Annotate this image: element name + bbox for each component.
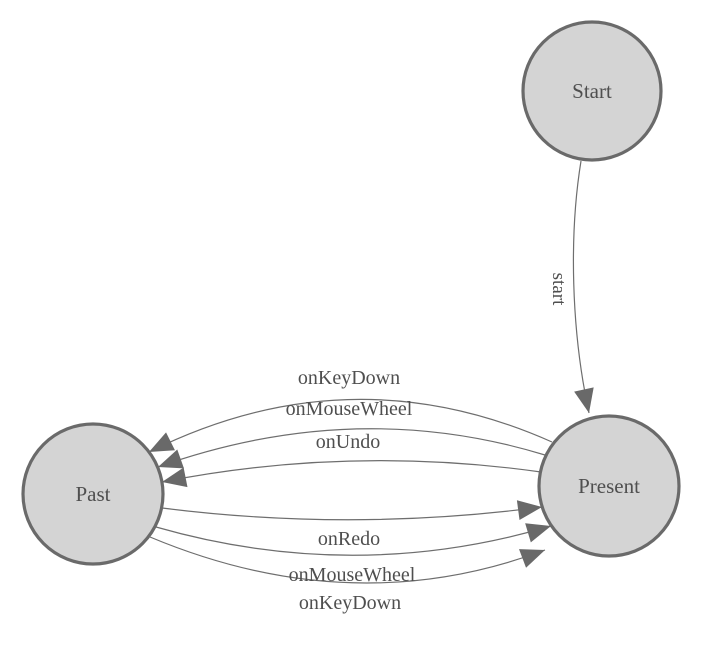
edge-label-onkeydown-top: onKeyDown xyxy=(298,367,400,389)
state-node-start xyxy=(521,20,663,162)
edge-start-to-present xyxy=(572,160,594,414)
node-label-group: Start Past Present xyxy=(75,79,640,506)
edge-present-to-past-onkeydown xyxy=(148,398,553,453)
edge-label-onundo: onUndo xyxy=(316,431,380,453)
edge-label-onredo: onRedo xyxy=(318,528,380,550)
edge-past-to-present-onkeydown xyxy=(149,536,546,584)
node-label-present: Present xyxy=(578,474,640,498)
edge-label-onmousewheel-bottom: onMouseWheel xyxy=(289,564,416,586)
node-label-past: Past xyxy=(75,482,110,506)
edge-present-to-past-onmousewheel xyxy=(157,428,546,469)
edge-group xyxy=(148,160,594,584)
node-group xyxy=(21,20,681,566)
node-label-start: Start xyxy=(572,79,612,103)
edge-label-start: start xyxy=(548,273,569,306)
state-node-present xyxy=(537,414,681,558)
edge-label-onmousewheel-top: onMouseWheel xyxy=(286,398,413,420)
edge-past-to-present-onredo xyxy=(161,500,543,521)
edge-label-onkeydown-bottom: onKeyDown xyxy=(299,592,401,614)
edge-label-group: start onKeyDown onMouseWheel onUndo onRe… xyxy=(286,273,569,614)
edge-present-to-past-onundo xyxy=(161,460,542,488)
edge-past-to-present-onmousewheel xyxy=(155,523,552,556)
state-node-past xyxy=(21,422,165,566)
